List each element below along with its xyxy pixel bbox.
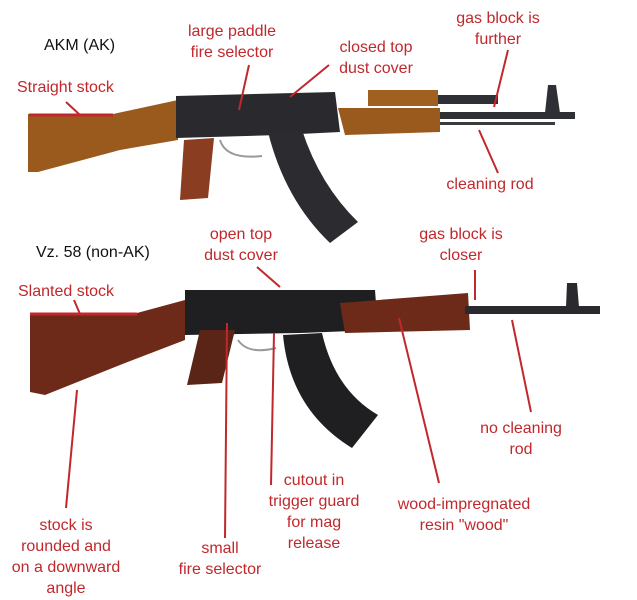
leader-straight-stock <box>65 101 81 116</box>
label-line: trigger guard <box>268 493 360 510</box>
label-line: closed top <box>339 39 413 56</box>
label-small-selector: small fire selector <box>179 538 262 580</box>
leader-lines <box>29 49 532 539</box>
akm-title: AKM (AK) <box>44 37 116 54</box>
akm-gas-tube <box>438 95 498 104</box>
label-line: fire selector <box>190 44 274 61</box>
vz58-title: Vz. 58 (non-AK) <box>36 244 150 261</box>
label-line: small <box>201 540 239 557</box>
label-line: rounded and <box>21 538 111 555</box>
label-line: cutout in <box>283 472 345 489</box>
label-cutout: cutout in trigger guard for mag release <box>269 470 360 554</box>
label-line: closer <box>439 247 483 264</box>
label-straight-stock: Straight stock <box>17 79 114 96</box>
label-line: rod <box>509 441 533 458</box>
akm-front-sight <box>545 85 560 113</box>
leader-open-dust-cover <box>256 266 281 288</box>
vz58-pistol-grip <box>187 330 235 385</box>
akm-magazine <box>268 130 358 243</box>
label-line: gas block is <box>456 10 540 27</box>
vz58-barrel <box>465 306 600 314</box>
akm-pistol-grip <box>180 138 214 200</box>
label-line: angle <box>46 580 86 597</box>
label-stock-rounded: stock is rounded and on a downward angle <box>12 515 121 599</box>
akm-cleaning-rod <box>440 122 555 125</box>
leader-cleaning-rod <box>478 129 499 174</box>
akm-barrel <box>440 112 575 119</box>
leader-closed-dust-cover <box>289 64 330 98</box>
label-gas-further: gas block is further <box>456 8 540 50</box>
label-paddle-selector: large paddle fire selector <box>188 21 276 63</box>
label-line: stock is <box>39 517 93 534</box>
label-line: for mag <box>286 514 342 531</box>
vz58-rifle <box>30 283 600 448</box>
label-no-cleaning-rod: no cleaning rod <box>480 418 562 460</box>
label-line: resin "wood" <box>419 517 509 534</box>
label-open-dust-cover: open top dust cover <box>204 224 278 266</box>
label-line: dust cover <box>339 60 413 77</box>
akm-rifle <box>28 85 575 243</box>
label-line: no cleaning <box>480 420 562 437</box>
label-line: gas block is <box>419 226 503 243</box>
label-gas-closer: gas block is closer <box>419 224 503 266</box>
vz58-trigger-guard <box>237 339 277 352</box>
vz58-handguard <box>340 293 470 333</box>
label-resin: wood-impregnated resin "wood" <box>398 494 531 536</box>
akm-lower-handguard <box>338 108 440 135</box>
label-line: release <box>287 535 341 552</box>
akm-stock <box>28 100 178 172</box>
akm-trigger-guard <box>219 139 263 158</box>
leader-resin <box>398 317 440 484</box>
leader-no-cleaning-rod <box>511 319 532 413</box>
label-line: large paddle <box>187 23 277 40</box>
leader-stock-rounded <box>65 389 78 509</box>
label-slanted-stock: Slanted stock <box>18 283 115 300</box>
label-cleaning-rod: cleaning rod <box>446 176 534 193</box>
vz58-magazine <box>283 333 378 448</box>
leader-cutout <box>270 332 275 486</box>
label-line: on a downward <box>11 559 121 576</box>
label-closed-dust-cover: closed top dust cover <box>339 37 413 79</box>
label-line: dust cover <box>204 247 278 264</box>
akm-receiver <box>176 92 340 138</box>
vz58-stock <box>30 300 185 395</box>
leader-paddle-selector <box>238 64 250 111</box>
label-line: open top <box>209 226 273 243</box>
label-line: wood-impregnated <box>397 496 531 513</box>
akm-upper-handguard <box>368 90 438 106</box>
vz58-front-sight <box>566 283 579 307</box>
vz58-receiver <box>185 290 378 335</box>
leader-small-selector <box>224 322 228 539</box>
label-line: fire selector <box>178 561 262 578</box>
leader-slanted-stock <box>73 299 81 315</box>
leader-gas-further <box>493 49 509 108</box>
label-line: further <box>474 31 522 48</box>
